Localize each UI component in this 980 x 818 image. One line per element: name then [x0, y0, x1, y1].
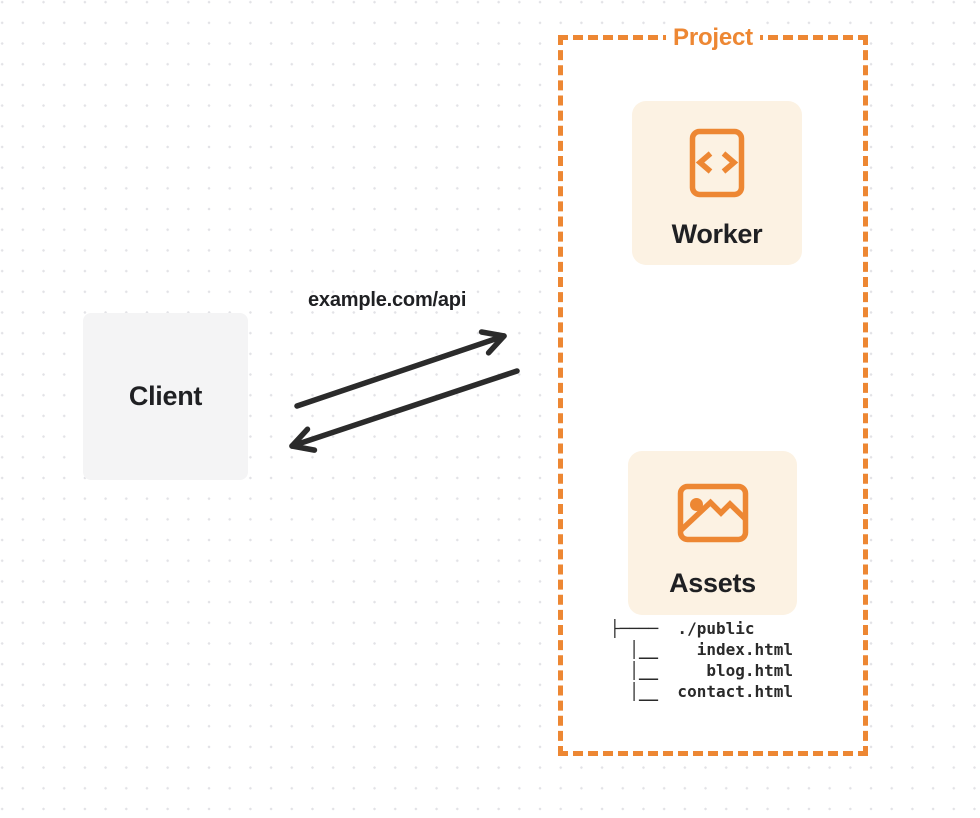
response-arrow [289, 368, 520, 453]
project-label: Project [666, 21, 760, 54]
code-icon [689, 128, 745, 198]
assets-file-tree: ├──── ./public │__ index.html │__ blog.h… [610, 619, 794, 701]
request-arrow [294, 329, 507, 409]
assets-node: Assets [628, 451, 797, 615]
assets-label: Assets [669, 568, 756, 598]
client-node: Client [83, 313, 248, 480]
worker-label: Worker [671, 219, 763, 249]
client-label: Client [128, 381, 203, 411]
worker-node: Worker [632, 101, 802, 265]
request-url-label: example.com/api [308, 289, 467, 311]
image-icon [677, 483, 748, 543]
